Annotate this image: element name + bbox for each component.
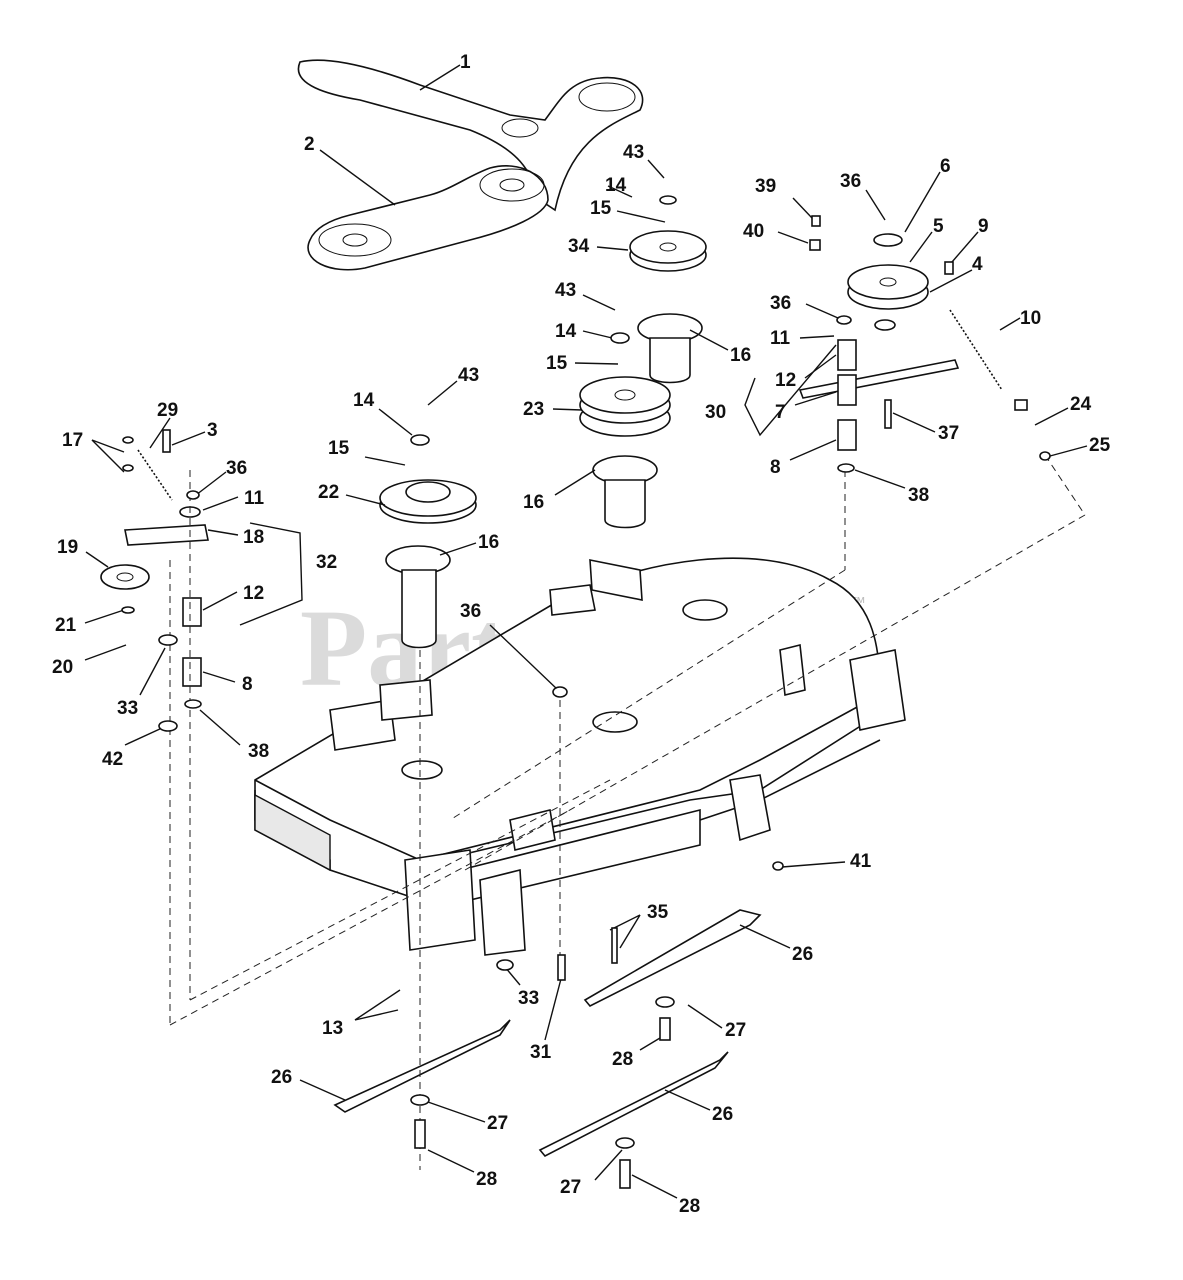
belt-upper: [297, 59, 644, 212]
callout-12-right: 12: [775, 370, 796, 391]
callout-9: 9: [978, 216, 989, 237]
callout-17: 17: [62, 430, 83, 451]
callout-18: 18: [243, 527, 264, 548]
callout-43-top: 43: [623, 142, 644, 163]
callout-34: 34: [568, 236, 590, 257]
idler-pulley-right: [798, 233, 960, 451]
callout-30: 30: [705, 402, 726, 423]
callout-36-left: 36: [226, 458, 247, 479]
callout-19: 19: [57, 537, 78, 558]
callout-27-right: 27: [725, 1020, 746, 1041]
idler-pulley-left: [100, 506, 209, 687]
spindle-pulley-left: [379, 479, 477, 649]
callout-33-left: 33: [117, 698, 138, 719]
callout-20: 20: [52, 657, 73, 678]
callout-10: 10: [1020, 308, 1041, 329]
callout-8-right: 8: [770, 457, 781, 478]
callout-1: 1: [460, 52, 471, 73]
callout-13: 13: [322, 1018, 343, 1039]
callout-36-mid-right: 36: [770, 293, 791, 314]
callout-14-top: 14: [605, 175, 627, 196]
callout-29: 29: [157, 400, 178, 421]
callout-25: 25: [1089, 435, 1111, 456]
callout-12-left: 12: [243, 583, 264, 604]
callout-38-right: 38: [908, 485, 929, 506]
callout-5: 5: [933, 216, 944, 237]
callout-14-mid: 14: [555, 321, 577, 342]
callout-28-bottom: 28: [679, 1196, 700, 1217]
callout-14-left: 14: [353, 390, 375, 411]
callout-26-right: 26: [792, 944, 813, 965]
callout-3: 3: [207, 420, 218, 441]
callout-38-left: 38: [248, 741, 269, 762]
callout-28-right: 28: [612, 1049, 633, 1070]
callout-7: 7: [775, 402, 786, 423]
callout-43-mid: 43: [555, 280, 576, 301]
callout-21: 21: [55, 615, 77, 636]
callout-43-left: 43: [458, 365, 479, 386]
callout-16-left: 16: [478, 532, 499, 553]
callout-27-left: 27: [487, 1113, 508, 1134]
callout-42: 42: [102, 749, 123, 770]
callout-15-mid: 15: [546, 353, 568, 374]
callout-15-top: 15: [590, 198, 612, 219]
callout-15-left: 15: [328, 438, 350, 459]
callout-8-left: 8: [242, 674, 253, 695]
spindle-pulley-center: [579, 230, 707, 529]
callout-36-top-right: 36: [840, 171, 861, 192]
belt-lower: [307, 165, 549, 271]
callout-6: 6: [940, 156, 951, 177]
callout-26-left: 26: [271, 1067, 292, 1088]
callout-39: 39: [755, 176, 776, 197]
callouts: 1 2 3 4 5 6 7 8 8 9 10 11 11 12 12 13 14…: [52, 52, 1111, 1217]
hardware-parts: [121, 195, 1051, 1189]
callout-4: 4: [972, 254, 983, 275]
callout-23: 23: [523, 399, 544, 420]
callout-11-left: 11: [244, 488, 265, 509]
callout-26-bottom: 26: [712, 1104, 733, 1125]
callout-40: 40: [743, 221, 764, 242]
callout-28-left: 28: [476, 1169, 497, 1190]
callout-2: 2: [304, 134, 315, 155]
callout-22: 22: [318, 482, 339, 503]
callout-36-center: 36: [460, 601, 481, 622]
callout-33-center: 33: [518, 988, 539, 1009]
blades: [333, 909, 762, 1158]
callout-16-center: 16: [523, 492, 544, 513]
deck-housing: [254, 557, 906, 956]
callout-24: 24: [1070, 394, 1092, 415]
callout-32: 32: [316, 552, 337, 573]
callout-16-top: 16: [730, 345, 751, 366]
callout-27-bottom: 27: [560, 1177, 581, 1198]
callout-37: 37: [938, 423, 959, 444]
callout-11-right: 11: [770, 328, 791, 349]
callout-31: 31: [530, 1042, 552, 1063]
callout-41: 41: [850, 851, 872, 872]
callout-35: 35: [647, 902, 669, 923]
assembly-lines: [169, 454, 1086, 1170]
